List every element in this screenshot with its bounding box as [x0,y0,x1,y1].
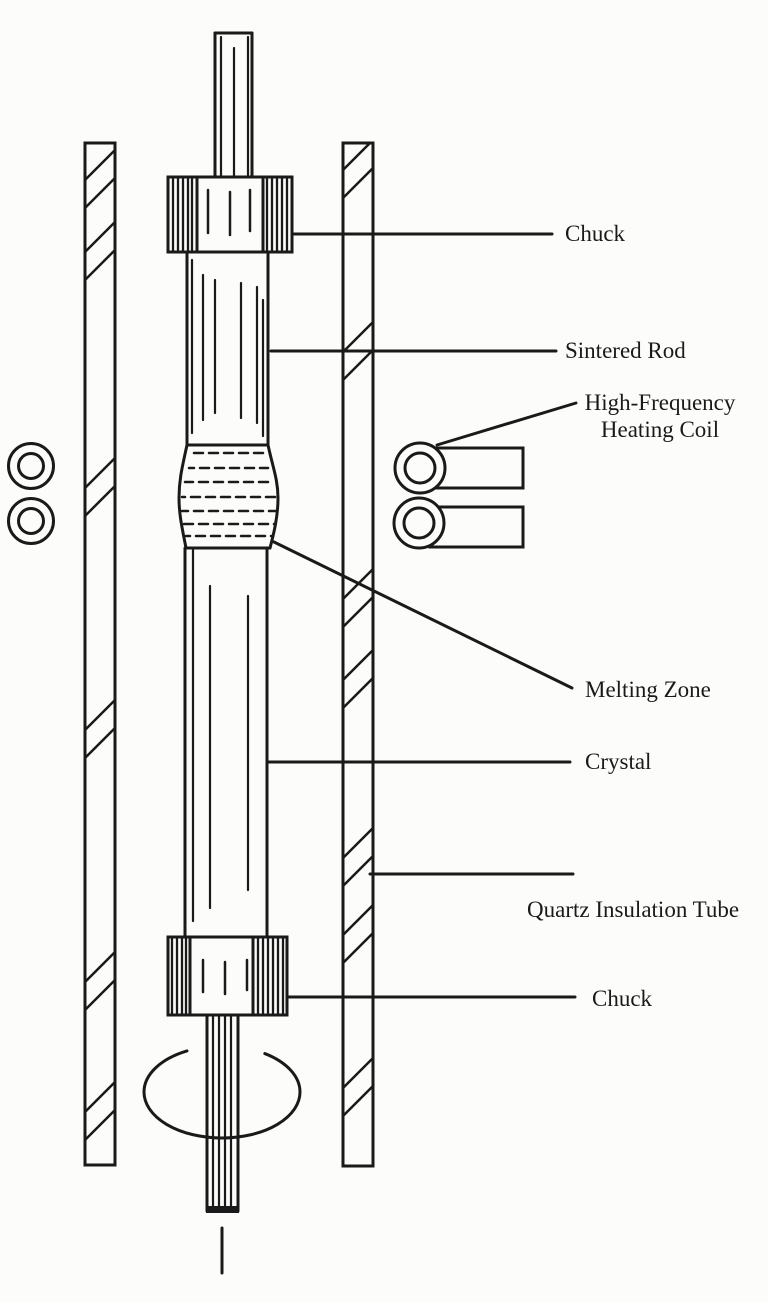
crystal [183,546,269,939]
heating-coil-left [7,442,55,545]
label-heating-coil-line2: Heating Coil [600,417,720,442]
sintered-rod [185,250,270,447]
upper-shaft [213,31,254,179]
heating-coil-right [392,441,525,550]
label-melting-zone: Melting Zone [585,677,711,702]
leader-melting-zone [272,540,574,690]
sintered-rod-texture [190,258,265,438]
leader-lines [265,232,578,999]
lower-chuck-knurling [170,935,285,1017]
rotation-arrow [142,1044,302,1140]
lower-chuck [166,935,289,1017]
upper-chuck [166,175,294,254]
quartz-tube-right-hatching [343,143,373,1118]
melting-zone [177,443,280,550]
label-heating-coil-line1: High-Frequency [584,390,736,415]
crystal-texture [191,548,250,923]
leader-heating-coil [435,401,578,447]
upper-chuck-knurling [171,175,289,254]
quartz-tube-left [83,141,117,1167]
lower-shaft [205,1013,240,1275]
label-sintered-rod: Sintered Rod [565,338,686,363]
label-heating-coil: High-Frequency Heating Coil [555,389,765,443]
lower-shaft-end-cap [206,1206,239,1213]
quartz-tube-left-hatching [85,148,115,1142]
label-crystal: Crystal [585,749,652,774]
melting-zone-melt-lines [180,451,279,538]
label-chuck-bottom: Chuck [592,986,653,1011]
lower-chuck-grip-marks [201,958,249,996]
label-quartz-tube: Quartz Insulation Tube [527,897,740,922]
label-chuck-top: Chuck [565,221,626,246]
upper-chuck-grip-marks [206,188,252,237]
quartz-tube-right [341,141,375,1168]
